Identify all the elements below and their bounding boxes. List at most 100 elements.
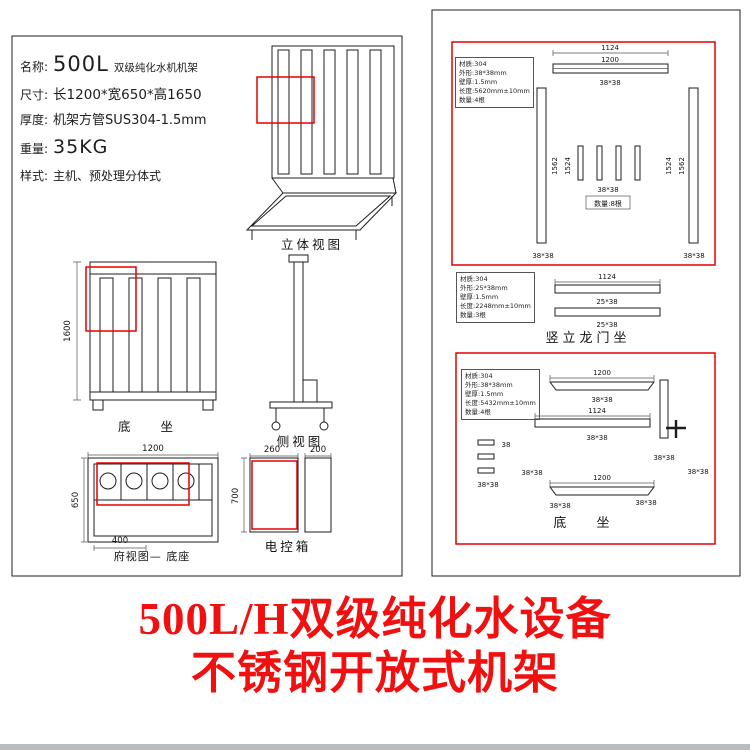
ebox-front [249, 457, 299, 533]
side-caster-right [319, 421, 329, 431]
ebox-highlight-box [251, 460, 298, 530]
base-mid-bar-profile: 38*38 [586, 434, 607, 442]
front-highlight-box [85, 266, 137, 332]
gantry-spec-block: 材质:304 外形:25*38mm 壁厚:1.5mm 长度:2248mm±10m… [456, 272, 535, 323]
spec-line: 数量:3根 [460, 311, 486, 319]
spec-line: 长度:2248mm±10mm [460, 302, 531, 310]
top-cross-members [94, 464, 212, 501]
ebox-top-dim-lines [249, 453, 332, 459]
spec-line: 壁厚:1.5mm [460, 293, 499, 301]
spec-line: 材质:304 [460, 275, 488, 283]
left-sheet-border [11, 35, 403, 577]
side-view-label: 侧视图 [277, 434, 324, 449]
base-bottom-bar [549, 486, 655, 496]
isometric-view-label: 立体视图 [281, 237, 343, 252]
ebox-label: 电控箱 [265, 539, 312, 554]
ebox-side [304, 457, 332, 533]
headline-line-1: 500L/H双级纯化水设备 [138, 594, 612, 644]
isometric-connectors [251, 177, 397, 240]
spec-size-label: 尺寸: [20, 88, 49, 102]
base-bottom-profile-right: 38*38 [635, 499, 656, 507]
spec-line: 外形:38*38mm [465, 381, 513, 389]
base-mid-dim: 1124 [588, 407, 606, 415]
posts-top-dim-line [552, 50, 669, 56]
ebox-height-dim-line [241, 457, 247, 533]
isometric-base-platform [245, 192, 398, 231]
product-headline: 500L/H双级纯化水设备 不锈钢开放式机架 [0, 592, 750, 700]
base-bottom-dim-line [549, 480, 655, 486]
spec-row-style: 样式: 主机、预处理分体式 [20, 167, 245, 184]
side-caster-left [271, 421, 281, 431]
spec-style-label: 样式: [20, 169, 49, 183]
side-box [302, 379, 318, 403]
front-view-label: 底 坐 [118, 419, 186, 434]
base-top-bar-profile: 38*38 [591, 396, 612, 404]
posts-red-frame [451, 41, 716, 266]
base-spec-block: 材质:304 外形:38*38mm 壁厚:1.5mm 长度:5432mm±10m… [461, 369, 540, 420]
base-right-cross-joint [666, 420, 686, 438]
posts-group: 1124 1200 38*38 1562 1524 1524 1562 38*3… [451, 41, 716, 266]
spec-name-model: 500L [53, 52, 109, 76]
base-red-frame [455, 352, 716, 545]
spec-weight-label: 重量: [20, 142, 49, 156]
posts-left-dim-1: 1562 [551, 157, 559, 175]
isometric-frame [271, 45, 395, 179]
base-bracket-dim: 38 [502, 441, 511, 449]
top-view-label: 府视图— 底座 [114, 549, 191, 563]
top-caster-4 [177, 472, 195, 490]
spec-line: 长度:5432mm±10mm [465, 399, 536, 407]
top-caster-1 [99, 472, 117, 490]
posts-middle-short-posts [577, 145, 641, 181]
top-offset-dim-line [93, 545, 147, 551]
gantry-dim: 1124 [598, 273, 616, 281]
spec-weight-value: 35KG [53, 136, 109, 158]
spec-name-label: 名称: [20, 60, 49, 74]
spec-line: 壁厚:1.5mm [459, 78, 498, 86]
front-height-dim-line [73, 261, 81, 401]
base-mid-bar [534, 418, 651, 428]
base-bracket-profile: 38*38 [477, 481, 498, 489]
side-post [293, 261, 304, 403]
posts-right-post [688, 87, 699, 244]
side-legs [275, 408, 325, 422]
top-highlight-box [96, 462, 190, 506]
spec-thickness-label: 厚度: [20, 113, 49, 127]
spec-row-thickness: 厚度: 机架方管SUS304-1.5mm [20, 109, 245, 128]
top-offset-dim: 400 [112, 536, 128, 546]
top-caster-3 [151, 472, 169, 490]
base-top-dim: 1200 [593, 369, 611, 377]
spec-size-value: 长1200*宽650*高1650 [53, 87, 202, 103]
spec-line: 长度:5620mm±10mm [459, 87, 530, 95]
headline-line-2: 不锈钢开放式机架 [190, 648, 559, 698]
spec-line: 外形:25*38mm [460, 284, 508, 292]
posts-left-post [536, 87, 547, 244]
gantry-label: 竖立龙门坐 [545, 331, 630, 346]
front-view: 1600 底 坐 [63, 261, 217, 434]
posts-qty-note: 数量:8根 [594, 199, 622, 208]
side-base-bar [269, 401, 333, 409]
posts-top-dim-b: 1200 [601, 56, 619, 64]
spec-line: 材质:304 [459, 60, 487, 68]
posts-right-profile: 38*38 [683, 252, 704, 260]
posts-right-dim-1: 1524 [665, 157, 673, 175]
spec-table: 名称: 500L 双级纯化水机机架 尺寸: 长1200*宽650*高1650 厚… [20, 52, 245, 184]
top-depth-dim-line [81, 457, 87, 543]
ebox-depth-dim: 200 [310, 445, 326, 455]
right-sheet-border [431, 9, 741, 577]
base-bottom-dim: 1200 [593, 474, 611, 482]
control-box-view: 260 200 700 电控箱 [231, 445, 332, 554]
base-right-post [659, 379, 669, 439]
gantry-group: 1124 25*38 25*38 竖立龙门坐 [545, 273, 661, 346]
spec-line: 壁厚:1.5mm [465, 390, 504, 398]
top-view: 1200 650 400 府视图— 底座 [71, 444, 219, 563]
posts-top-bar-profile: 38*38 [599, 79, 620, 87]
base-right-profile-1: 38*38 [653, 454, 674, 462]
base-top-dim-line [549, 375, 655, 381]
top-width-dim: 1200 [142, 444, 164, 454]
gantry-bar-2 [554, 307, 661, 317]
top-depth-dim: 650 [71, 492, 81, 508]
spec-line: 数量:4根 [465, 408, 491, 416]
spec-row-weight: 重量: 35KG [20, 136, 245, 158]
